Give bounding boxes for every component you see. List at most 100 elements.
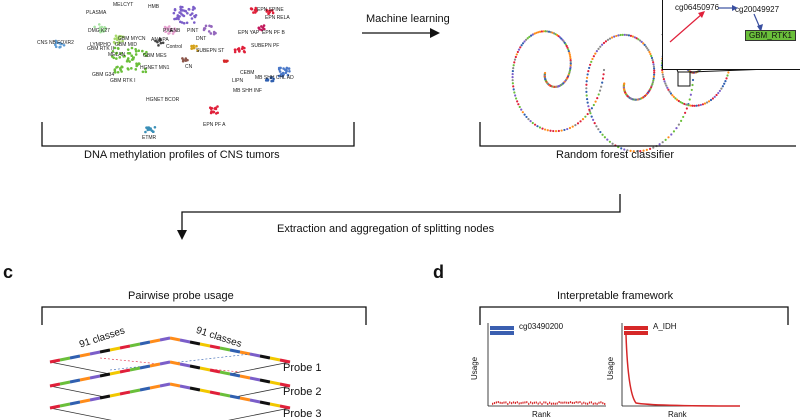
usage-mark [497, 401, 499, 404]
cluster-point [136, 63, 139, 67]
tree-node [569, 55, 572, 58]
cluster-point [209, 32, 213, 35]
tree-node [540, 30, 544, 33]
cluster-point [121, 39, 124, 43]
tree-node [585, 83, 588, 86]
usage-mark [554, 402, 556, 405]
tree-node [592, 103, 595, 107]
tsne-label: HGNET MN1 [140, 65, 170, 71]
usage-mark [571, 401, 573, 404]
plot-2 [621, 323, 741, 407]
tree-node [564, 43, 567, 46]
tree-node [689, 104, 692, 107]
tree-node [717, 91, 720, 95]
tree-node [513, 91, 516, 94]
cluster-point [285, 69, 288, 73]
tsne-label: PXA [163, 28, 174, 34]
tree-node [619, 33, 622, 37]
tree-node [568, 53, 571, 56]
cluster-point [115, 51, 119, 55]
usage-mark [594, 402, 596, 405]
cluster-point [103, 28, 106, 32]
tree-node [703, 102, 707, 105]
cluster-point [252, 11, 255, 14]
cluster-point [116, 42, 120, 45]
cluster-point [98, 26, 102, 29]
tree-node [593, 122, 596, 125]
tree-node [661, 141, 664, 144]
cluster-point [157, 44, 160, 47]
tsne-label: DMG K27 [88, 28, 110, 34]
cluster-point [192, 46, 196, 50]
usage-mark [492, 402, 494, 405]
cluster-point [260, 28, 263, 32]
tree-node [601, 133, 604, 136]
tree-node [511, 82, 514, 85]
tsne-label: PINT [187, 28, 199, 34]
tree-node [523, 40, 526, 43]
tree-node [691, 78, 695, 82]
tree-node [635, 37, 638, 40]
tree-node [520, 44, 523, 47]
cluster-point [177, 17, 180, 21]
cluster-point [277, 74, 281, 78]
cluster-point [204, 24, 208, 28]
tree-node [666, 86, 669, 89]
tree-node [720, 87, 723, 90]
panel-d-bracket [479, 306, 789, 325]
tree-node [675, 98, 679, 101]
tsne-label: Control [166, 44, 183, 50]
tsne-label: EPN PF B [262, 30, 285, 36]
probe-label: Probe 2 [283, 386, 322, 398]
cluster-point [114, 34, 118, 38]
tsne-label: GBM G34 [92, 72, 115, 78]
extraction-arrow [177, 194, 621, 240]
usage-mark [499, 401, 501, 404]
tree-node [585, 90, 588, 93]
tree-node [689, 93, 692, 96]
tsne-clusters [53, 5, 291, 134]
tree-node [566, 127, 569, 131]
tree-node [513, 58, 517, 61]
tree-node [565, 44, 568, 48]
cluster-point [184, 57, 188, 60]
tree-node [525, 115, 528, 119]
cluster-point [115, 57, 118, 60]
usage-mark [503, 401, 505, 404]
cluster-point [117, 35, 121, 39]
tree-node [557, 129, 560, 133]
tree-node [543, 71, 547, 75]
usage-mark [547, 402, 549, 405]
tree-node [606, 38, 610, 41]
tree-node [567, 50, 570, 53]
tsne-label: GBM RTK II [87, 46, 114, 52]
usage-mark [537, 402, 539, 405]
usage-mark [588, 401, 591, 404]
tree-node [595, 50, 598, 53]
forest-bracket [479, 122, 796, 147]
tree-node [569, 57, 572, 60]
tree-node [685, 103, 688, 106]
tree-node [695, 104, 698, 107]
cluster-point [272, 77, 275, 81]
usage-mark [516, 401, 518, 404]
cluster-point [243, 46, 246, 50]
tree-node [518, 105, 521, 109]
tree-node [643, 43, 646, 47]
usage-mark [535, 401, 537, 404]
cluster-point [170, 27, 173, 31]
cluster-point [268, 9, 272, 12]
cluster-point [144, 130, 147, 134]
cluster-point [214, 112, 218, 115]
cluster-point [277, 66, 281, 70]
tree-node [681, 102, 684, 105]
cluster-point [181, 59, 185, 63]
cluster-point [145, 50, 148, 54]
tsne-label: ANA PA [151, 37, 169, 43]
tree-node [521, 42, 525, 45]
cluster-point [190, 47, 193, 50]
panel-c-title: Pairwise probe usage [128, 290, 234, 302]
tree-node [671, 94, 674, 97]
tree-node [526, 37, 529, 40]
tree-node [623, 33, 626, 36]
